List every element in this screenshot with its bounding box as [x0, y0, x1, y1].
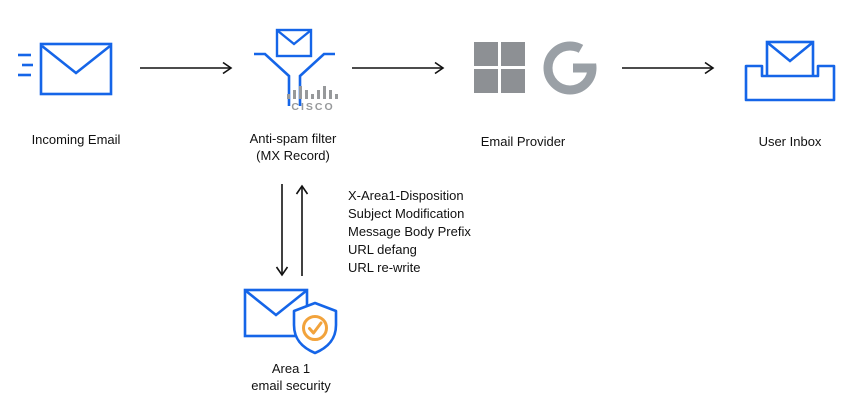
google-logo-icon	[543, 38, 600, 95]
user-inbox-label: User Inbox	[758, 134, 822, 149]
arrow-right-icon	[352, 61, 445, 75]
area1-label: Area 1	[271, 361, 311, 376]
anti-spam-sublabel: (MX Record)	[256, 148, 330, 163]
modification-item: X-Area1-Disposition	[348, 188, 464, 203]
user-inbox-icon	[744, 40, 836, 102]
microsoft-logo-square	[501, 42, 525, 66]
microsoft-logo-icon	[474, 42, 525, 93]
modification-item: Message Body Prefix	[348, 224, 471, 239]
modification-list: X-Area1-Disposition Subject Modification…	[348, 187, 548, 277]
checkmark-icon	[308, 321, 323, 335]
anti-spam-label-block: Anti-spam filter (MX Record)	[233, 130, 353, 164]
anti-spam-label: Anti-spam filter	[249, 131, 337, 146]
area1-email-security-icon	[243, 288, 338, 355]
incoming-email-icon	[18, 42, 113, 96]
area1-sublabel: email security	[251, 378, 331, 393]
microsoft-logo-square	[474, 42, 498, 66]
arrow-right-icon	[140, 61, 233, 75]
arrow-right-icon	[622, 61, 715, 75]
incoming-email-label: Incoming Email	[31, 132, 121, 147]
arrow-down-up-icon	[275, 184, 309, 277]
modification-item: URL defang	[348, 242, 417, 257]
area1-label-block: Area 1 email security	[239, 360, 343, 394]
cisco-logo-icon: CISCO	[287, 86, 338, 112]
cisco-logo-text: CISCO	[291, 101, 334, 112]
email-provider-label: Email Provider	[480, 134, 566, 149]
microsoft-logo-square	[501, 69, 525, 93]
modification-item: URL re-write	[348, 260, 421, 275]
modification-item: Subject Modification	[348, 206, 465, 221]
microsoft-logo-square	[474, 69, 498, 93]
